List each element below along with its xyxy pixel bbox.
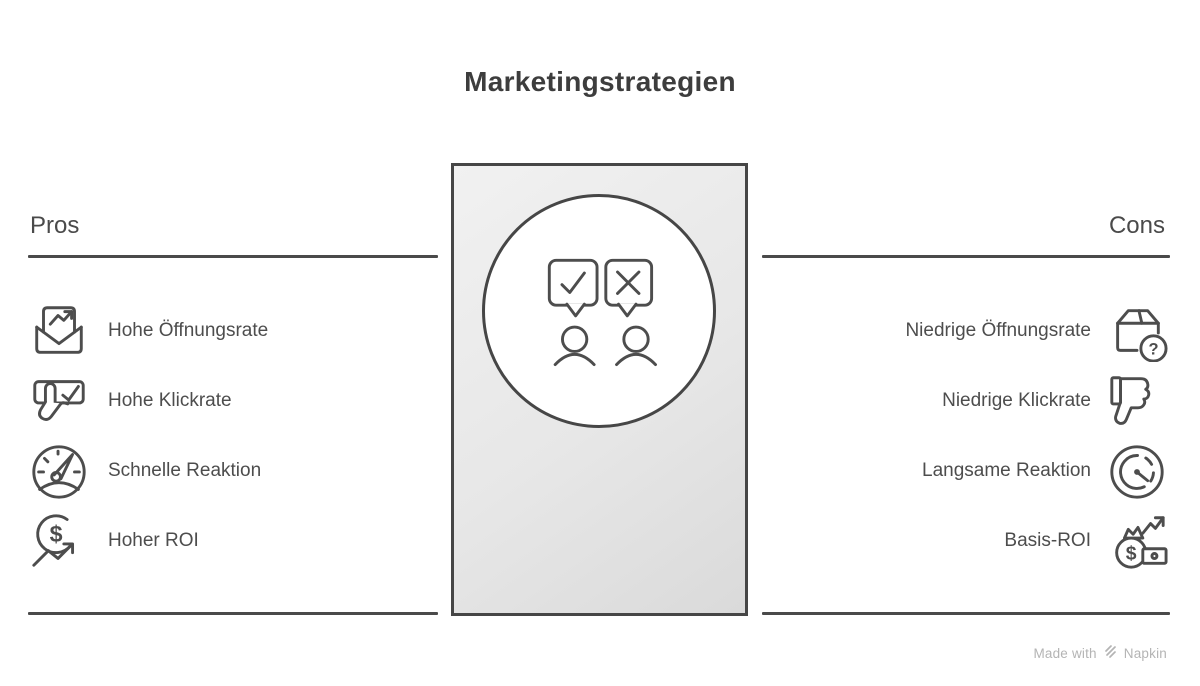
- list-item: Langsame Reaktion: [905, 436, 1168, 506]
- page-title: Marketingstrategien: [464, 66, 736, 97]
- slow-gauge-icon: [1106, 440, 1168, 502]
- pros-item-label: Schnelle Reaktion: [108, 460, 262, 481]
- list-item: Niedrige Öffnungsrate ?: [905, 296, 1168, 366]
- two-people-bubbles-illustration: [547, 258, 657, 367]
- made-with-text: Made with: [1033, 645, 1097, 661]
- cons-bottom-divider: [762, 612, 1170, 615]
- pros-bottom-divider: [28, 612, 438, 615]
- cons-item-label: Niedrige Öffnungsrate: [905, 320, 1091, 341]
- cons-heading: Cons: [1108, 212, 1165, 239]
- cons-list: Niedrige Öffnungsrate ? Niedrige Klickra…: [905, 296, 1168, 576]
- made-with-napkin: Made with Napkin: [1033, 644, 1167, 662]
- dollar-growth-icon: $: [28, 510, 90, 572]
- package-question-icon: ?: [1106, 300, 1168, 362]
- napkin-brand-text: Napkin: [1123, 645, 1167, 661]
- cons-item-label: Langsame Reaktion: [922, 460, 1091, 481]
- list-item: Niedrige Klickrate: [905, 366, 1168, 436]
- list-item: Hohe Öffnungsrate: [28, 296, 268, 366]
- list-item: Schnelle Reaktion: [28, 436, 268, 506]
- thumbs-down-icon: [1106, 370, 1168, 432]
- pros-list: Hohe Öffnungsrate Hohe Klickrate: [28, 296, 268, 576]
- svg-text:?: ?: [1148, 340, 1158, 358]
- decision-circle: [482, 194, 716, 428]
- svg-text:$: $: [50, 521, 63, 547]
- cons-item-label: Niedrige Klickrate: [942, 390, 1091, 411]
- pros-top-divider: [28, 255, 438, 258]
- cons-top-divider: [762, 255, 1170, 258]
- list-item: Hohe Klickrate: [28, 366, 268, 436]
- list-item: Basis-ROI $: [905, 506, 1168, 576]
- click-check-icon: [28, 370, 90, 432]
- cons-item-label: Basis-ROI: [1004, 530, 1091, 551]
- svg-text:$: $: [1126, 542, 1137, 564]
- pros-item-label: Hohe Klickrate: [108, 390, 232, 411]
- open-email-chart-icon: [28, 300, 90, 362]
- pros-item-label: Hohe Öffnungsrate: [108, 320, 269, 341]
- list-item: $ Hoher ROI: [28, 506, 268, 576]
- speedometer-icon: [28, 440, 90, 502]
- money-bag-growth-icon: $: [1106, 510, 1168, 572]
- pros-item-label: Hoher ROI: [108, 530, 199, 551]
- napkin-logo-icon: [1103, 644, 1118, 662]
- pros-heading: Pros: [30, 212, 80, 239]
